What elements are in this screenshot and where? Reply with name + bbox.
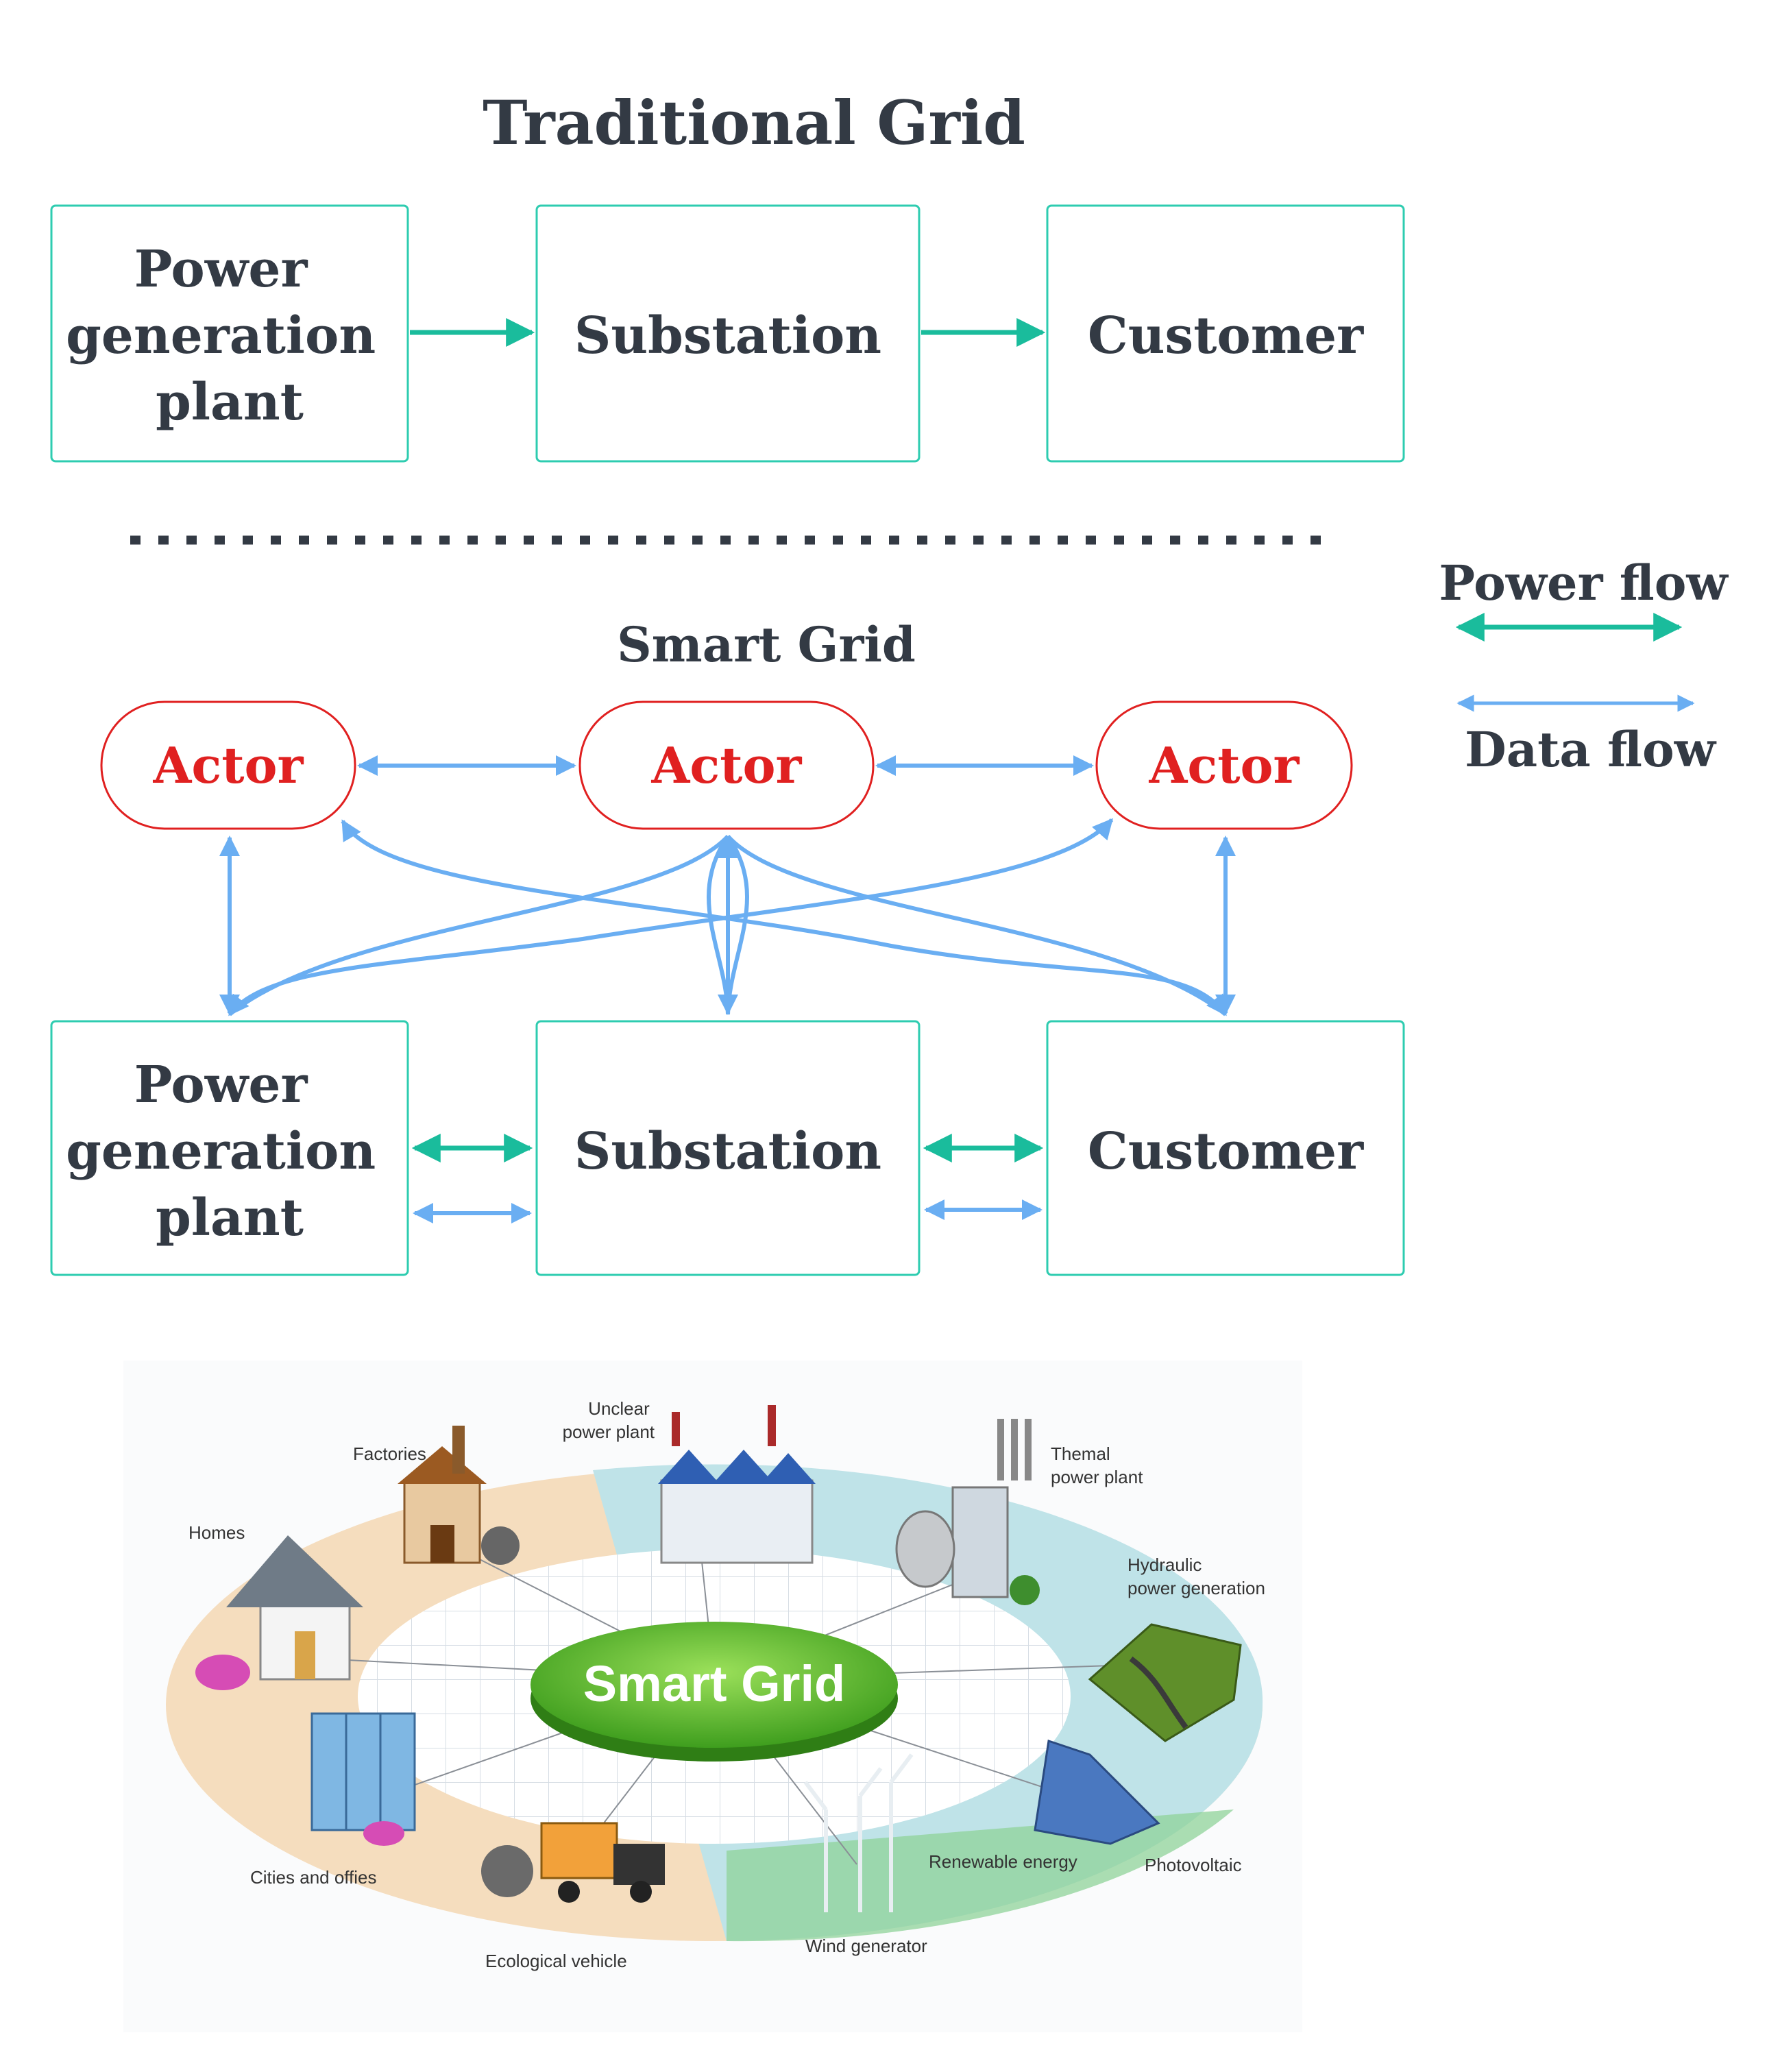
label-nuclear-1: Unclear <box>588 1398 650 1419</box>
data-flow-actor2-substation-right <box>726 835 749 1015</box>
home-icon <box>195 1535 363 1690</box>
actor-2-label: Actor <box>651 736 803 794</box>
trad-substation-label: Substation <box>574 306 881 365</box>
thermal-plant-icon <box>895 1419 1040 1605</box>
factory-icon <box>398 1426 520 1565</box>
traditional-grid-title: Traditional Grid <box>483 87 1025 158</box>
label-wind: Wind generator <box>805 1936 927 1956</box>
trad-substation-box: Substation <box>535 204 921 463</box>
data-flow-actor2-substation-left <box>707 835 730 1015</box>
label-hydraulic-1: Hydraulic <box>1127 1555 1202 1575</box>
smart-plant-line-2: generation <box>66 1122 376 1181</box>
data-flow-actor2-plant <box>228 834 730 1016</box>
label-nuclear-2: power plant <box>563 1422 655 1442</box>
actor-1: Actor <box>100 700 356 830</box>
data-flow-network <box>219 755 1236 1016</box>
actor-3-label: Actor <box>1149 736 1300 794</box>
label-hydraulic-2: power generation <box>1127 1578 1265 1598</box>
label-factories: Factories <box>353 1443 426 1464</box>
smart-customer-box: Customer <box>1046 1020 1405 1276</box>
svg-text:Power generation p: Power generation plant <box>66 240 393 432</box>
data-flow-actor3-plant <box>228 818 1114 1016</box>
label-cities: Cities and offies <box>250 1867 377 1888</box>
smart-grid-title: Smart Grid <box>617 616 916 673</box>
svg-text:Unclear power plant: Unclear power plant <box>563 1398 655 1442</box>
smart-plant-line-3: plant <box>156 1189 304 1247</box>
trad-customer-box: Customer <box>1046 204 1405 463</box>
nuclear-plant-icon <box>658 1405 816 1564</box>
label-vehicle: Ecological vehicle <box>485 1951 627 1971</box>
data-flow-actor2-customer <box>726 834 1227 1016</box>
legend-power-flow-label: Power flow <box>1439 554 1729 611</box>
trad-plant-line-1: Power <box>134 240 308 299</box>
label-homes: Homes <box>188 1522 245 1543</box>
actor-3: Actor <box>1095 700 1353 830</box>
actor-1-label: Actor <box>153 736 304 794</box>
wind-turbine-icon <box>803 1753 914 1912</box>
svg-text:Power generation p: Power generation plant <box>66 1056 393 1247</box>
trad-plant-box: Power generation plant <box>50 204 409 463</box>
label-photovoltaic: Photovoltaic <box>1145 1855 1242 1875</box>
trad-customer-label: Customer <box>1088 306 1364 365</box>
truck-icon <box>481 1822 665 1903</box>
actor-2: Actor <box>578 700 875 830</box>
smart-grid-illustration: Smart Grid <box>123 1361 1302 2032</box>
office-building-icon <box>310 1712 416 1846</box>
smart-customer-label: Customer <box>1088 1122 1364 1181</box>
smart-substation-box: Substation <box>535 1020 921 1276</box>
trad-plant-line-3: plant <box>156 373 304 432</box>
smart-plant-box: Power generation plant <box>50 1020 409 1276</box>
label-thermal-1: Themal <box>1051 1443 1110 1464</box>
svg-text:Hydraulic power genera: Hydraulic power generation <box>1127 1555 1265 1598</box>
label-renewable: Renewable energy <box>929 1851 1077 1872</box>
svg-text:Themal power plant: Themal power plant <box>1051 1443 1143 1487</box>
legend-data-flow-label: Data flow <box>1465 721 1717 778</box>
data-flow-actor1-customer <box>341 819 1228 1016</box>
trad-plant-line-2: generation <box>66 306 376 365</box>
legend: Power flow Data flow <box>1439 554 1729 778</box>
solar-panel-icon <box>1034 1740 1160 1845</box>
illustration-center-label: Smart Grid <box>583 1655 845 1712</box>
hydraulic-icon <box>1088 1623 1242 1742</box>
smart-substation-label: Substation <box>574 1122 881 1181</box>
smart-plant-line-1: Power <box>134 1056 308 1114</box>
label-thermal-2: power plant <box>1051 1467 1143 1487</box>
